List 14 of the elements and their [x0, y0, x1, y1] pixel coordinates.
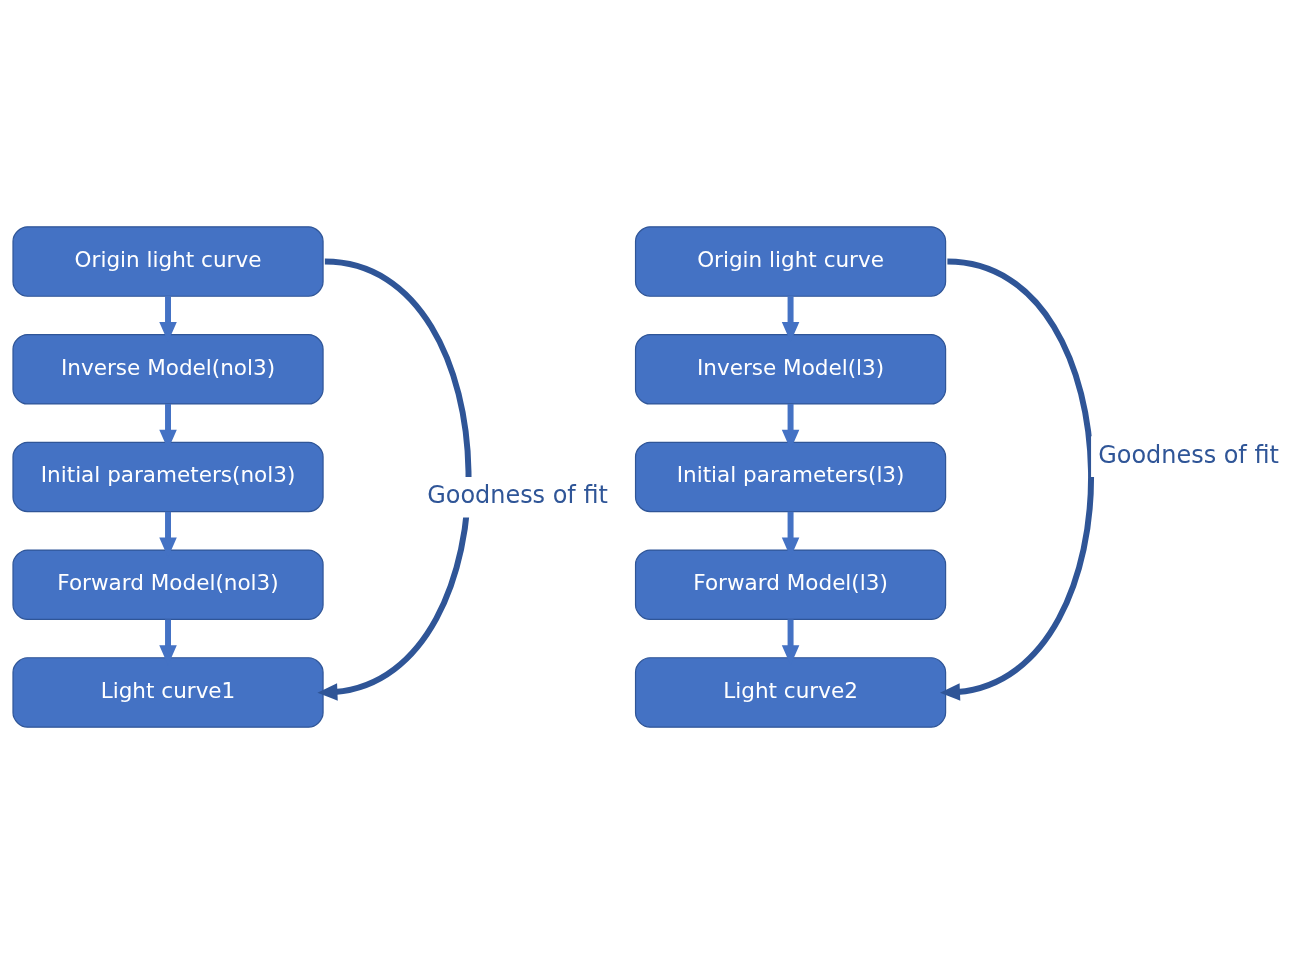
- node-box: Initial parameters(nol3): [12, 441, 324, 513]
- edge-label: Goodness of fit: [427, 481, 608, 510]
- edge-label: Goodness of fit: [1098, 440, 1279, 469]
- node-box: Forward Model(l3): [634, 549, 947, 621]
- arrow: [317, 258, 472, 701]
- node-box: Inverse Model(nol3): [12, 333, 324, 405]
- node-box: Origin light curve: [634, 226, 947, 297]
- node-box: Inverse Model(l3): [634, 333, 947, 405]
- node-box: Light curve1: [12, 657, 324, 728]
- node-box: Light curve2: [634, 657, 947, 728]
- node-box: Origin light curve: [12, 226, 324, 297]
- node-box: Initial parameters(l3): [634, 441, 947, 513]
- node-box: Forward Model(nol3): [12, 549, 324, 621]
- arrow: [939, 258, 1094, 701]
